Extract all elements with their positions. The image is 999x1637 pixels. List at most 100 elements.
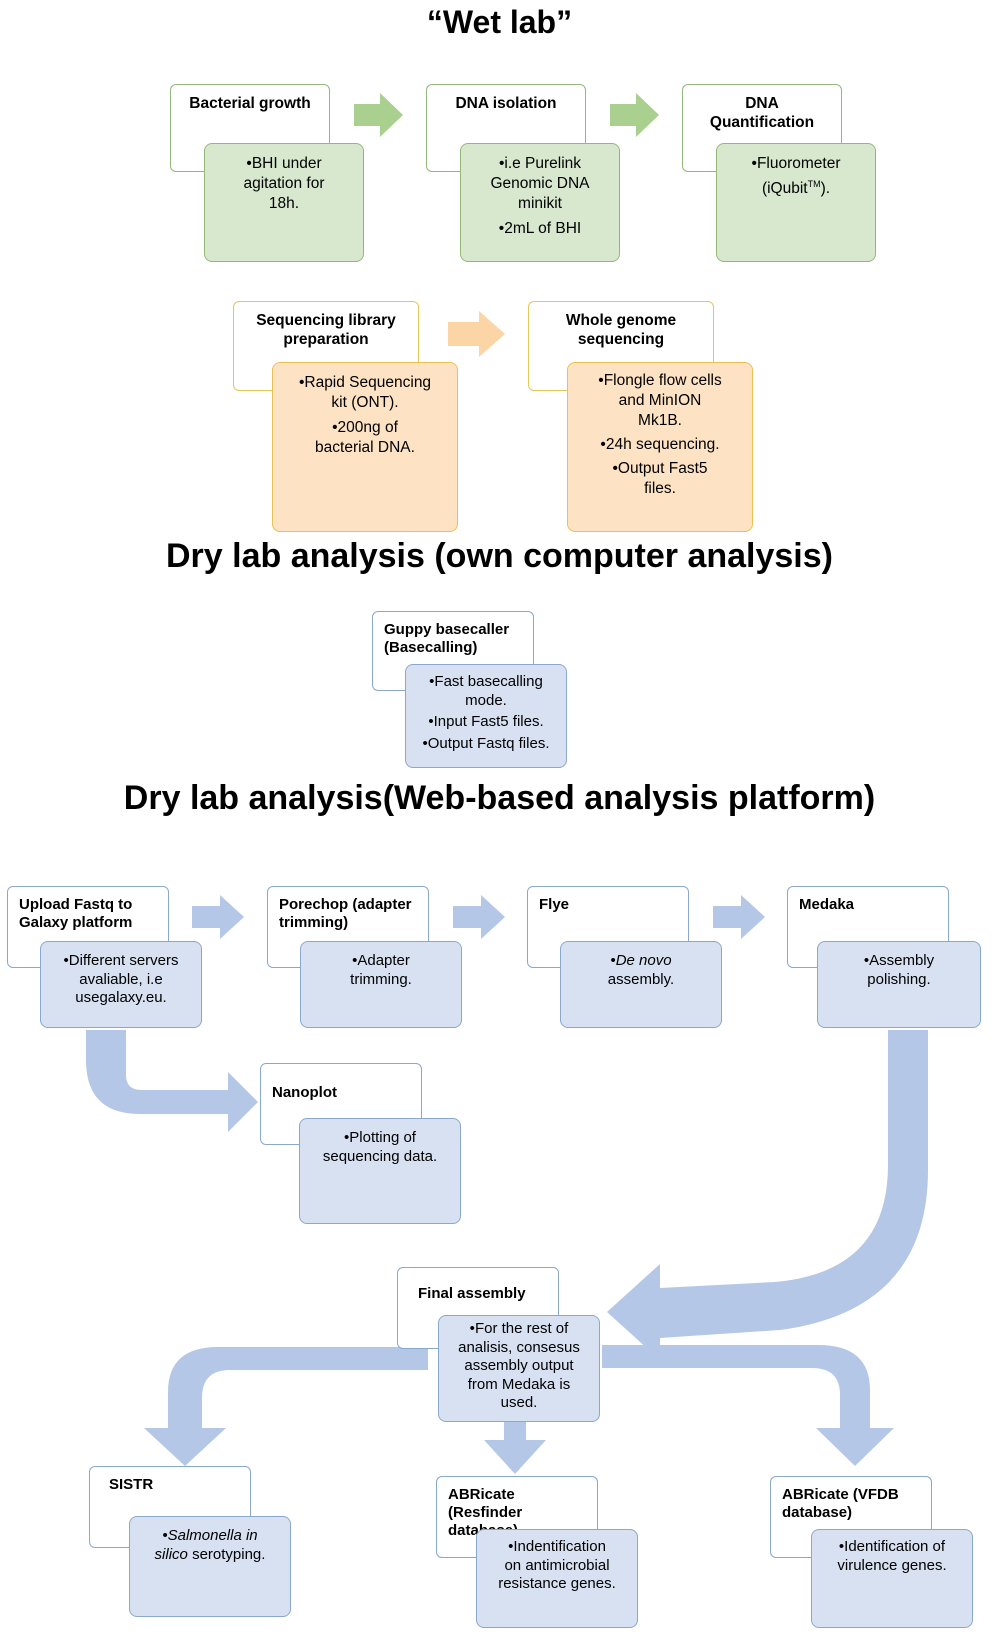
title-line: preparation bbox=[283, 331, 369, 348]
heading-dry-lab-own-computer: Dry lab analysis (own computer analysis) bbox=[165, 537, 833, 575]
detail-line: analisis, consesus bbox=[458, 1338, 580, 1356]
detail-line: used. bbox=[500, 1394, 538, 1411]
detail-line: Flongle flow cells bbox=[576, 371, 744, 391]
detail-text: (iQubit bbox=[761, 180, 808, 198]
detail-text: serotyping. bbox=[192, 1545, 266, 1563]
detail-line: sequencing data. bbox=[322, 1147, 438, 1165]
step-title: Final assembly bbox=[418, 1285, 526, 1302]
detail-line: agitation for bbox=[243, 175, 325, 192]
detail-line: and MinION bbox=[618, 392, 702, 409]
detail-line: kit (ONT). bbox=[331, 394, 399, 411]
arrow-final-to-vfdb bbox=[602, 1345, 894, 1466]
step-details: Identification of virulence genes. bbox=[811, 1529, 973, 1628]
arrow-flye-to-medaka bbox=[713, 895, 765, 939]
step-title: DNA isolation bbox=[455, 95, 557, 112]
detail-line: De novo bbox=[569, 952, 713, 971]
detail-line: 24h sequencing. bbox=[576, 435, 744, 455]
step-details: Adapter trimming. bbox=[300, 941, 462, 1028]
step-details: Fluorometer (iQubitTM). bbox=[716, 143, 876, 262]
detail-line: assembly. bbox=[607, 970, 675, 988]
detail-line: Salmonella in bbox=[138, 1527, 282, 1546]
title-line: Porechop (adapter bbox=[279, 896, 412, 913]
detail-line: resistance genes. bbox=[498, 1575, 616, 1592]
step-details: Assembly polishing. bbox=[817, 941, 981, 1028]
detail-line: Output Fastq files. bbox=[414, 735, 558, 754]
arrow-library-to-sequencing bbox=[448, 311, 505, 357]
detail-line: 200ng of bbox=[281, 418, 449, 438]
title-line: sequencing bbox=[577, 331, 665, 348]
title-line: ABRicate (Resfinder bbox=[448, 1486, 523, 1521]
title-line: DNA bbox=[745, 95, 779, 112]
step-details: For the rest of analisis, consesus assem… bbox=[438, 1315, 600, 1422]
step-details: BHI under agitation for 18h. bbox=[204, 143, 364, 262]
detail-line: 2mL of BHI bbox=[469, 219, 611, 239]
detail-line: files. bbox=[644, 480, 676, 497]
detail-line: on antimicrobial bbox=[504, 1556, 610, 1574]
step-title: Flye bbox=[539, 896, 570, 913]
detail-line: BHI under bbox=[213, 154, 355, 174]
title-line: Galaxy platform bbox=[19, 914, 133, 931]
detail-line: minikit bbox=[518, 195, 562, 212]
step-title: Guppy basecaller (Basecalling) bbox=[373, 612, 533, 657]
step-details: De novo assembly. bbox=[560, 941, 722, 1028]
title-line: trimming) bbox=[279, 914, 349, 931]
trademark-superscript: TM bbox=[807, 179, 821, 189]
step-title: ABRicate (VFDB database) bbox=[771, 1477, 931, 1522]
step-title: Sequencing library preparation bbox=[234, 302, 418, 349]
step-title-box: Bacterial growth bbox=[170, 84, 330, 172]
detail-line: usegalaxy.eu. bbox=[75, 989, 167, 1006]
detail-line: Different servers bbox=[49, 952, 193, 971]
arrow-isolation-to-quantification bbox=[610, 93, 659, 137]
detail-line: Indentification bbox=[485, 1538, 629, 1557]
detail-line: Output Fast5 bbox=[576, 459, 744, 479]
step-title: Medaka bbox=[799, 896, 855, 913]
detail-line: Plotting of bbox=[308, 1129, 452, 1148]
step-details: Different servers avaliable, i.e usegala… bbox=[40, 941, 202, 1028]
step-details: Indentification on antimicrobial resista… bbox=[476, 1529, 638, 1628]
step-title: DNA Quantification bbox=[683, 85, 841, 132]
detail-line: from Medaka is bbox=[467, 1375, 571, 1393]
step-details: Flongle flow cells and MinION Mk1B. 24h … bbox=[567, 362, 753, 532]
arrow-medaka-to-final bbox=[607, 1030, 928, 1360]
detail-line: silico serotyping. bbox=[138, 1546, 282, 1565]
detail-line: Input Fast5 files. bbox=[414, 713, 558, 732]
detail-line: assembly output bbox=[464, 1357, 574, 1374]
arrow-final-to-resfinder bbox=[484, 1414, 546, 1474]
heading-wet-lab: “Wet lab” bbox=[426, 4, 573, 40]
detail-line: 18h. bbox=[268, 195, 300, 212]
detail-line: virulence genes. bbox=[837, 1556, 947, 1574]
step-details: Fast basecalling mode. Input Fast5 files… bbox=[405, 664, 567, 768]
detail-line: Adapter bbox=[309, 952, 453, 971]
heading-dry-lab-web-platform: Dry lab analysis(Web-based analysis plat… bbox=[123, 779, 876, 817]
arrow-upload-to-nanoplot bbox=[86, 1030, 258, 1132]
step-title: Porechop (adapter trimming) bbox=[268, 887, 428, 932]
detail-line: Identification of bbox=[820, 1538, 964, 1557]
step-details: i.e Purelink Genomic DNA minikit 2mL of … bbox=[460, 143, 620, 262]
step-details: Rapid Sequencing kit (ONT). 200ng of bac… bbox=[272, 362, 458, 532]
detail-line: For the rest of bbox=[447, 1320, 591, 1339]
detail-line: Rapid Sequencing bbox=[281, 373, 449, 393]
arrow-growth-to-isolation bbox=[354, 93, 403, 137]
step-title: Upload Fastq to Galaxy platform bbox=[8, 887, 168, 932]
detail-line: Genomic DNA bbox=[490, 175, 590, 192]
arrow-final-to-sistr bbox=[144, 1347, 428, 1466]
detail-text: silico bbox=[154, 1545, 188, 1563]
title-line: (Basecalling) bbox=[384, 639, 478, 656]
detail-line: polishing. bbox=[867, 970, 931, 988]
detail-line: Assembly bbox=[826, 952, 972, 971]
step-title: SISTR bbox=[109, 1476, 154, 1493]
detail-line: trimming. bbox=[350, 970, 412, 988]
detail-line: Fluorometer bbox=[725, 154, 867, 174]
title-line: Quantification bbox=[709, 114, 815, 131]
detail-line: (iQubitTM). bbox=[725, 174, 867, 199]
detail-text: ). bbox=[820, 180, 831, 198]
title-line: database) bbox=[782, 1504, 853, 1521]
step-title: Nanoplot bbox=[272, 1084, 337, 1101]
detail-line: avaliable, i.e bbox=[79, 970, 163, 988]
title-line: Whole genome bbox=[565, 312, 677, 329]
arrow-porechop-to-flye bbox=[453, 895, 505, 939]
title-line: Upload Fastq to bbox=[19, 896, 133, 913]
title-line: ABRicate (VFDB bbox=[782, 1486, 899, 1503]
detail-line: mode. bbox=[465, 691, 507, 709]
